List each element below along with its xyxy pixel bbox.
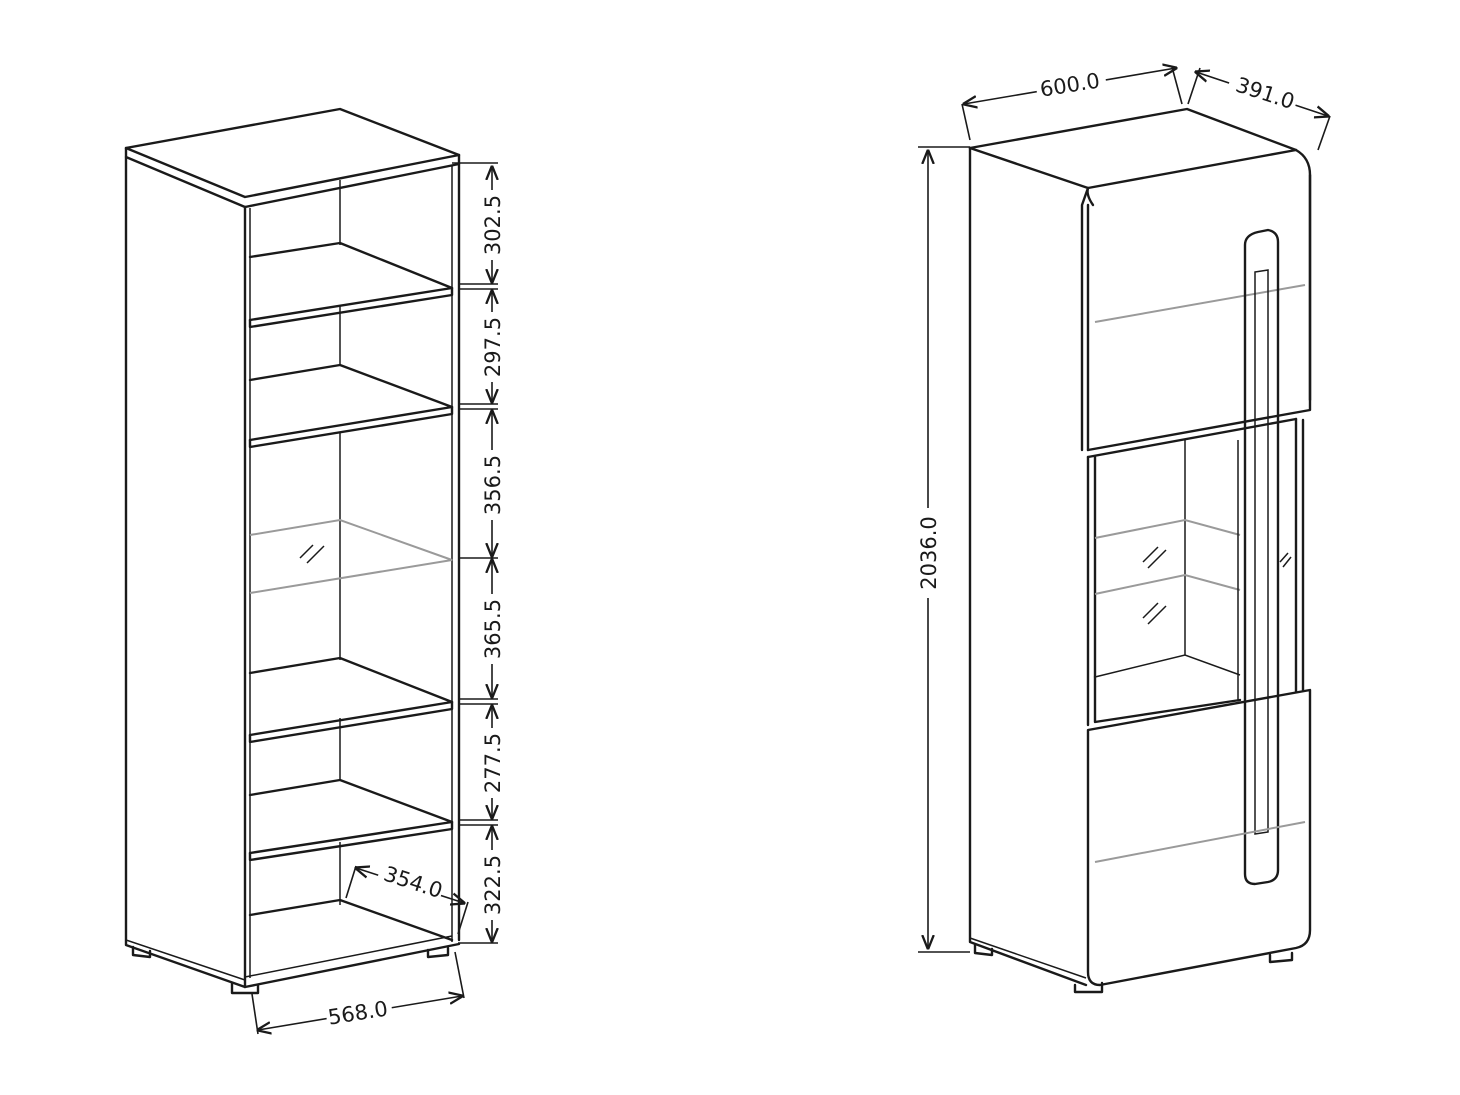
- glass-height-dimension: 2036.0: [916, 146, 970, 953]
- open-shelf-unit: 302.5 297.5 356.5 365.5 277.5 322.5 354.…: [124, 107, 506, 1034]
- dim-height-glass: 2036.0: [917, 516, 941, 589]
- dim-shelf-1: 302.5: [481, 195, 505, 255]
- dim-shelf-6: 322.5: [481, 855, 505, 915]
- dim-shelf-4: 365.5: [481, 599, 505, 659]
- depth-dimension: 354.0: [345, 856, 469, 935]
- dim-width-glass: 600.0: [1038, 69, 1101, 102]
- dim-shelf-5: 277.5: [481, 733, 505, 793]
- shelf-height-dimensions: 302.5 297.5 356.5 365.5 277.5 322.5: [452, 162, 506, 944]
- dim-shelf-3: 356.5: [481, 455, 505, 515]
- glass-door-unit: 600.0 391.0 2036.0: [916, 65, 1330, 994]
- dim-shelf-2: 297.5: [481, 317, 505, 377]
- glass-depth-dimension: 391.0: [1187, 67, 1330, 151]
